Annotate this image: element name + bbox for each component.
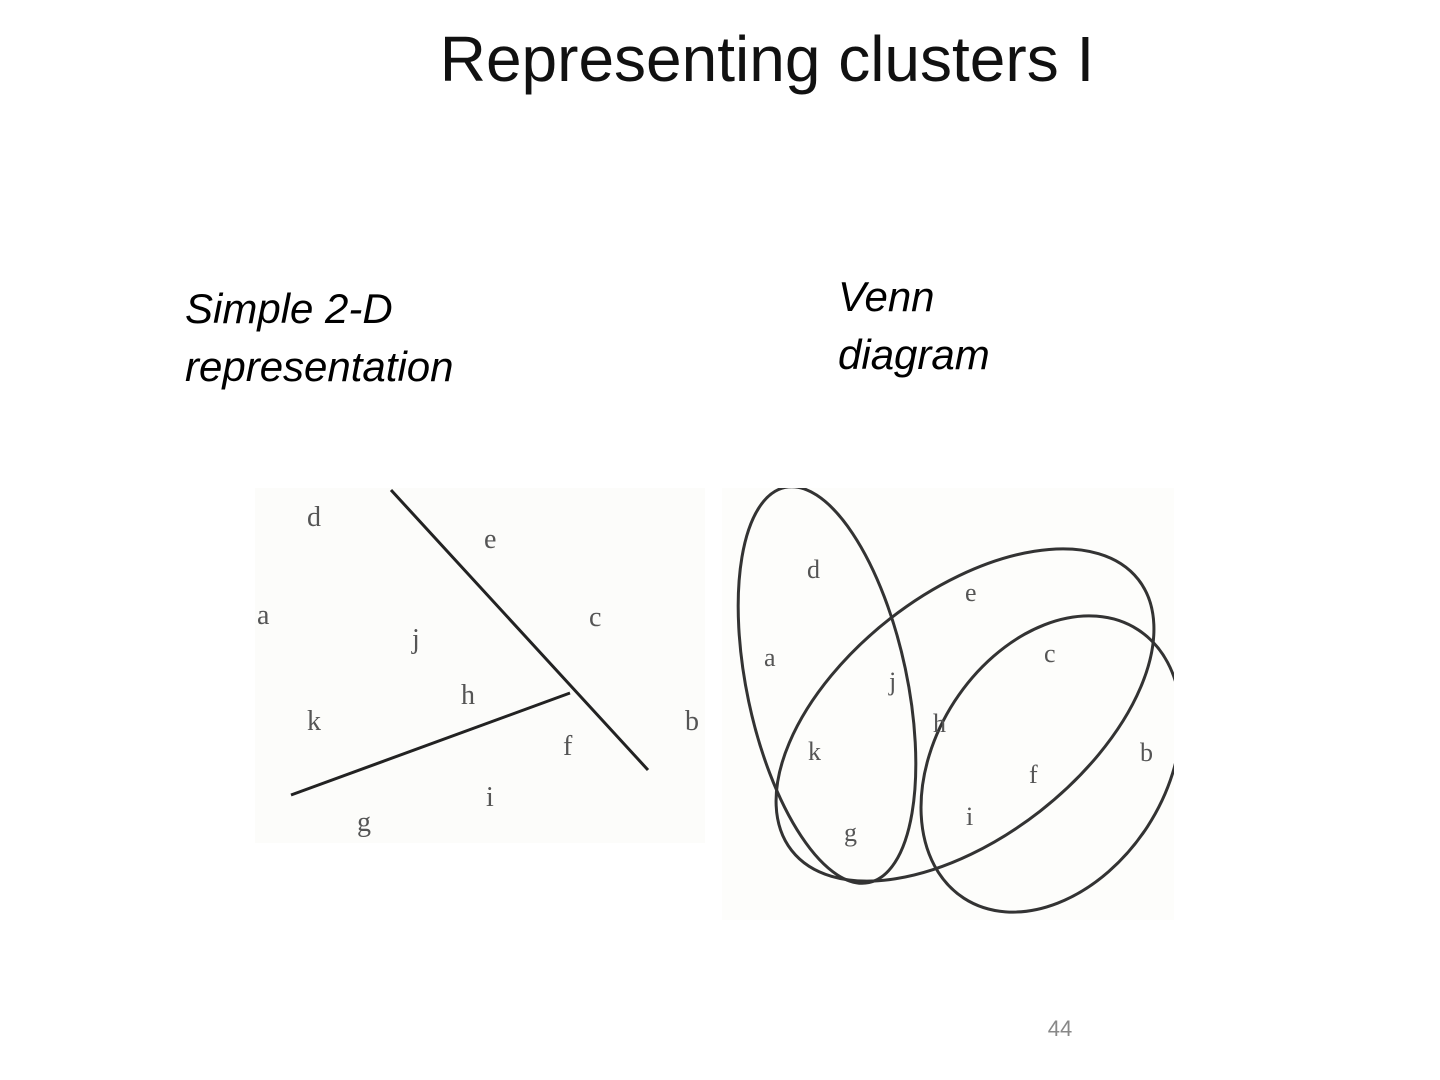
slide-title: Representing clusters I — [439, 23, 1095, 95]
caption-right-line2: diagram — [838, 331, 990, 378]
point-label: a — [257, 600, 270, 631]
point-label: i — [966, 802, 973, 831]
point-label: e — [965, 578, 977, 607]
point-label: h — [933, 709, 946, 738]
point-label: d — [807, 555, 820, 584]
point-label: i — [486, 782, 494, 813]
caption-venn-diagram: Venn diagram — [838, 268, 1098, 384]
point-label: k — [307, 706, 321, 737]
point-label: g — [844, 818, 857, 847]
point-label: d — [307, 502, 321, 533]
point-label: f — [563, 731, 573, 762]
point-label: c — [1044, 639, 1056, 668]
point-label: a — [764, 643, 776, 672]
point-label: b — [685, 706, 699, 737]
caption-2d-representation: Simple 2-D representation — [185, 280, 605, 396]
diagram-2d-svg: d e a j c h k b f i g — [257, 488, 699, 838]
venn-ellipse-right — [919, 614, 1183, 914]
point-label: b — [1140, 738, 1153, 767]
point-label: g — [357, 807, 371, 838]
venn-ellipse-diagonal — [774, 547, 1156, 883]
caption-left-line1: Simple 2-D — [185, 285, 393, 332]
venn-diagram-svg: d e a c j h k b f i g — [736, 485, 1183, 914]
page-number: 44 — [1047, 1016, 1073, 1041]
point-label: e — [484, 524, 496, 555]
separator-line-lower — [290, 691, 571, 797]
point-label: f — [1029, 760, 1038, 789]
separator-line-diagonal — [389, 488, 650, 772]
venn-ellipse-left — [736, 485, 918, 885]
caption-right-line1: Venn — [838, 273, 935, 320]
point-label: c — [589, 602, 601, 633]
diagram-2d-panel: d e a j c h k b f i g — [255, 488, 705, 843]
point-label: h — [461, 680, 475, 711]
point-label: j — [888, 667, 896, 696]
caption-left-line2: representation — [185, 343, 454, 390]
venn-diagram-panel: d e a c j h k b f i g — [722, 485, 1183, 920]
point-label: k — [808, 737, 821, 766]
point-label: j — [411, 624, 420, 655]
